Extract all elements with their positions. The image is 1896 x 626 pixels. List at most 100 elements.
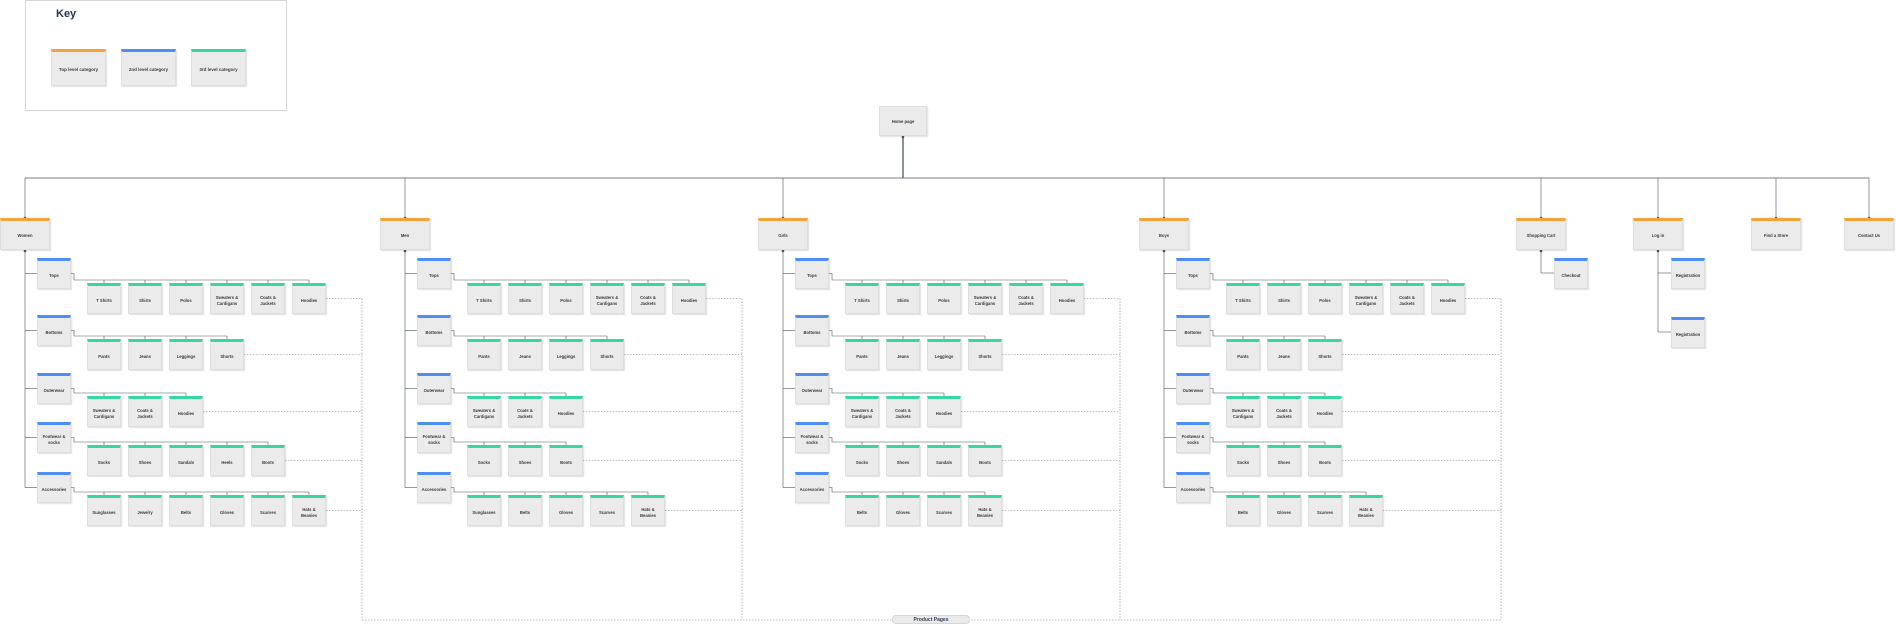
sub-category-accessories[interactable]: Accessories bbox=[795, 472, 829, 503]
sub-category-tops[interactable]: Tops bbox=[795, 258, 829, 289]
item-socks[interactable]: Socks bbox=[845, 445, 879, 476]
item-coats-and-jackets[interactable]: Coats & Jackets bbox=[1390, 283, 1424, 314]
item-pants[interactable]: Pants bbox=[87, 339, 121, 370]
item-jeans[interactable]: Jeans bbox=[886, 339, 920, 370]
item-socks[interactable]: Socks bbox=[467, 445, 501, 476]
sub-category-accessories[interactable]: Accessories bbox=[417, 472, 451, 503]
top-category-contact-us[interactable]: Contact Us bbox=[1844, 218, 1894, 250]
sub-category-accessories[interactable]: Accessories bbox=[1176, 472, 1210, 503]
sub-category-footwear-and-socks[interactable]: Footwear & socks bbox=[1176, 422, 1210, 453]
item-leggings[interactable]: Leggings bbox=[927, 339, 961, 370]
item-hoodies[interactable]: Hoodies bbox=[292, 283, 326, 314]
item-coats-and-jackets[interactable]: Coats & Jackets bbox=[631, 283, 665, 314]
item-sweaters-and-cardigans[interactable]: Sweaters & Cardigans bbox=[968, 283, 1002, 314]
sub-category-footwear-and-socks[interactable]: Footwear & socks bbox=[417, 422, 451, 453]
sub-category-bottoms[interactable]: Bottoms bbox=[1176, 315, 1210, 346]
item-shirts[interactable]: Shirts bbox=[1267, 283, 1301, 314]
item-sweaters-and-cardigans[interactable]: Sweaters & Cardigans bbox=[467, 396, 501, 427]
item-scarves[interactable]: Scarves bbox=[590, 495, 624, 526]
item-jeans[interactable]: Jeans bbox=[128, 339, 162, 370]
item-hoodies[interactable]: Hoodies bbox=[549, 396, 583, 427]
item-t-shirts[interactable]: T Shirts bbox=[845, 283, 879, 314]
item-sweaters-and-cardigans[interactable]: Sweaters & Cardigans bbox=[210, 283, 244, 314]
item-polos[interactable]: Polos bbox=[169, 283, 203, 314]
item-sweaters-and-cardigans[interactable]: Sweaters & Cardigans bbox=[1349, 283, 1383, 314]
sub-category-outerwear[interactable]: Outerwear bbox=[795, 373, 829, 404]
item-belts[interactable]: Belts bbox=[169, 495, 203, 526]
item-sandals[interactable]: Sandals bbox=[169, 445, 203, 476]
item-hoodies[interactable]: Hoodies bbox=[672, 283, 706, 314]
item-boots[interactable]: Boots bbox=[968, 445, 1002, 476]
item-coats-and-jackets[interactable]: Coats & Jackets bbox=[128, 396, 162, 427]
item-coats-and-jackets[interactable]: Coats & Jackets bbox=[508, 396, 542, 427]
item-jeans[interactable]: Jeans bbox=[1267, 339, 1301, 370]
item-hoodies[interactable]: Hoodies bbox=[1308, 396, 1342, 427]
item-sweaters-and-cardigans[interactable]: Sweaters & Cardigans bbox=[1226, 396, 1260, 427]
item-hoodies[interactable]: Hoodies bbox=[1050, 283, 1084, 314]
item-pants[interactable]: Pants bbox=[845, 339, 879, 370]
item-scarves[interactable]: Scarves bbox=[1308, 495, 1342, 526]
item-shorts[interactable]: Shorts bbox=[1308, 339, 1342, 370]
top-category-log-in[interactable]: Log in bbox=[1633, 218, 1683, 250]
sub-category-tops[interactable]: Tops bbox=[37, 258, 71, 289]
item-sweaters-and-cardigans[interactable]: Sweaters & Cardigans bbox=[845, 396, 879, 427]
item-shirts[interactable]: Shirts bbox=[886, 283, 920, 314]
item-boots[interactable]: Boots bbox=[549, 445, 583, 476]
sub-category-outerwear[interactable]: Outerwear bbox=[1176, 373, 1210, 404]
top-category-shopping-cart[interactable]: Shopping Cart bbox=[1516, 218, 1566, 250]
item-pants[interactable]: Pants bbox=[1226, 339, 1260, 370]
item-shoes[interactable]: Shoes bbox=[128, 445, 162, 476]
item-coats-and-jackets[interactable]: Coats & Jackets bbox=[886, 396, 920, 427]
item-heels[interactable]: Heels bbox=[210, 445, 244, 476]
item-leggings[interactable]: Leggings bbox=[549, 339, 583, 370]
item-socks[interactable]: Socks bbox=[1226, 445, 1260, 476]
item-shoes[interactable]: Shoes bbox=[1267, 445, 1301, 476]
item-coats-and-jackets[interactable]: Coats & Jackets bbox=[251, 283, 285, 314]
sub-category-bottoms[interactable]: Bottoms bbox=[795, 315, 829, 346]
item-belts[interactable]: Belts bbox=[508, 495, 542, 526]
item-sunglasses[interactable]: Sunglasses bbox=[87, 495, 121, 526]
item-hats-and-beanies[interactable]: Hats & Beanies bbox=[1349, 495, 1383, 526]
top-category-women[interactable]: Women bbox=[0, 218, 50, 250]
item-polos[interactable]: Polos bbox=[927, 283, 961, 314]
item-hoodies[interactable]: Hoodies bbox=[927, 396, 961, 427]
home-page-node[interactable]: Home page bbox=[879, 106, 927, 136]
utility-child-checkout[interactable]: Checkout bbox=[1554, 258, 1588, 289]
item-shorts[interactable]: Shorts bbox=[210, 339, 244, 370]
item-jewelry[interactable]: Jewelry bbox=[128, 495, 162, 526]
item-sweaters-and-cardigans[interactable]: Sweaters & Cardigans bbox=[87, 396, 121, 427]
item-jeans[interactable]: Jeans bbox=[508, 339, 542, 370]
item-hoodies[interactable]: Hoodies bbox=[169, 396, 203, 427]
sub-category-outerwear[interactable]: Outerwear bbox=[37, 373, 71, 404]
item-t-shirts[interactable]: T Shirts bbox=[87, 283, 121, 314]
item-scarves[interactable]: Scarves bbox=[251, 495, 285, 526]
item-shirts[interactable]: Shirts bbox=[508, 283, 542, 314]
item-t-shirts[interactable]: T Shirts bbox=[1226, 283, 1260, 314]
item-pants[interactable]: Pants bbox=[467, 339, 501, 370]
item-polos[interactable]: Polos bbox=[1308, 283, 1342, 314]
item-hoodies[interactable]: Hoodies bbox=[1431, 283, 1465, 314]
top-category-boys[interactable]: Boys bbox=[1139, 218, 1189, 250]
item-sunglasses[interactable]: Sunglasses bbox=[467, 495, 501, 526]
item-hats-and-beanies[interactable]: Hats & Beanies bbox=[292, 495, 326, 526]
item-shorts[interactable]: Shorts bbox=[968, 339, 1002, 370]
sub-category-tops[interactable]: Tops bbox=[1176, 258, 1210, 289]
item-shirts[interactable]: Shirts bbox=[128, 283, 162, 314]
item-hats-and-beanies[interactable]: Hats & Beanies bbox=[968, 495, 1002, 526]
sub-category-outerwear[interactable]: Outerwear bbox=[417, 373, 451, 404]
item-shoes[interactable]: Shoes bbox=[886, 445, 920, 476]
item-sandals[interactable]: Sandals bbox=[927, 445, 961, 476]
top-category-men[interactable]: Men bbox=[380, 218, 430, 250]
top-category-girls[interactable]: Girls bbox=[758, 218, 808, 250]
item-gloves[interactable]: Gloves bbox=[549, 495, 583, 526]
item-belts[interactable]: Belts bbox=[845, 495, 879, 526]
item-gloves[interactable]: Gloves bbox=[886, 495, 920, 526]
item-leggings[interactable]: Leggings bbox=[169, 339, 203, 370]
item-coats-and-jackets[interactable]: Coats & Jackets bbox=[1267, 396, 1301, 427]
item-boots[interactable]: Boots bbox=[1308, 445, 1342, 476]
top-category-find-a-store[interactable]: Find a Store bbox=[1751, 218, 1801, 250]
item-belts[interactable]: Belts bbox=[1226, 495, 1260, 526]
sub-category-bottoms[interactable]: Bottoms bbox=[417, 315, 451, 346]
item-gloves[interactable]: Gloves bbox=[210, 495, 244, 526]
item-shoes[interactable]: Shoes bbox=[508, 445, 542, 476]
